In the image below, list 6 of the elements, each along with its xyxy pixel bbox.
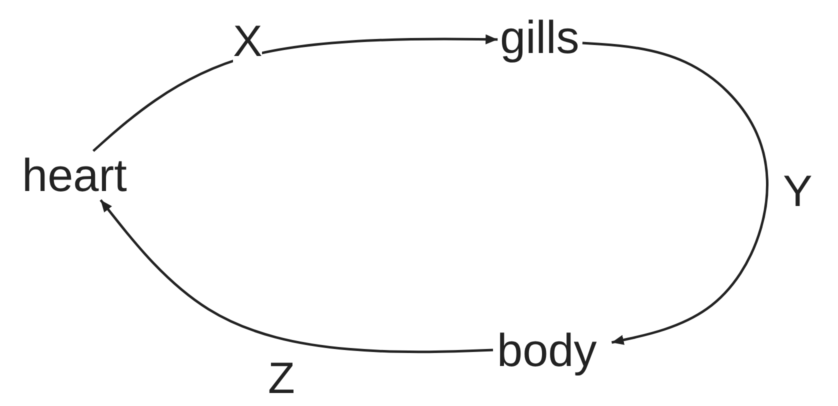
- node-label: body: [497, 325, 597, 375]
- node-label: gills: [500, 12, 580, 62]
- arrow: [92, 34, 498, 152]
- arrow: [100, 199, 494, 354]
- arrow: [582, 42, 768, 345]
- node-label: heart: [22, 150, 127, 200]
